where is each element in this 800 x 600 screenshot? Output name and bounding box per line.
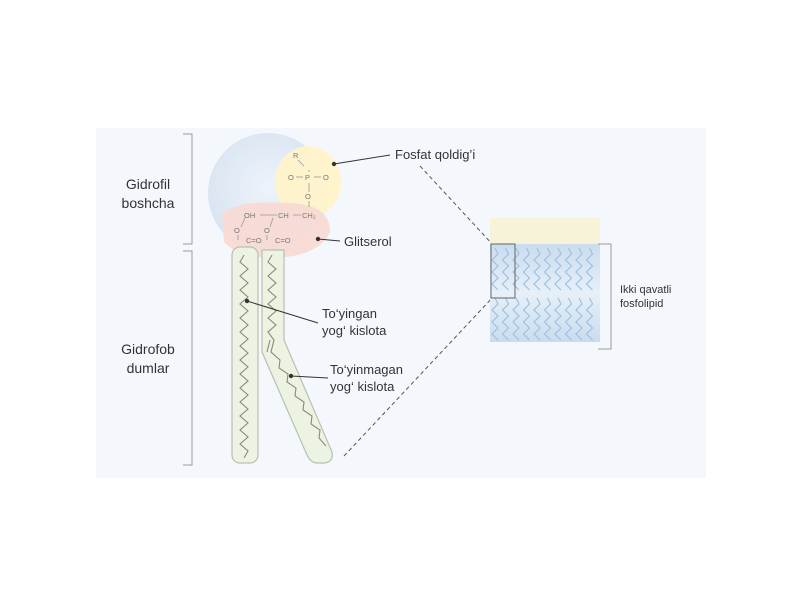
- bilayer-strand: [533, 247, 541, 291]
- phosphate-region: [275, 146, 341, 218]
- bilayer-strand: [585, 297, 594, 341]
- bilayer-strand: [554, 297, 562, 341]
- bilayer-zoom-box: [490, 243, 516, 299]
- glycerol-ch: CH: [278, 211, 289, 220]
- bilayer-strand: [554, 247, 562, 291]
- diagram-background: [96, 128, 706, 478]
- bilayer-bracket: [598, 243, 612, 350]
- glycerol-label: Glitserol: [344, 234, 392, 249]
- bilayer-strand: [585, 247, 594, 291]
- r-group-text: R: [293, 151, 299, 160]
- saturated-chain: [239, 254, 249, 459]
- double-bond-mark: [266, 339, 271, 353]
- glycerol-co-left: C=O: [246, 236, 262, 245]
- glycerol-ch2: CH₂: [302, 211, 316, 220]
- leader-dot-saturated: [244, 298, 250, 304]
- bilayer-strand: [575, 297, 583, 341]
- unsaturated-fatty-acid-label-line1: To‘yinmagan: [330, 362, 403, 377]
- glycerol-o-right: O: [264, 226, 270, 235]
- hydrophilic-bracket: [183, 133, 193, 245]
- chemical-structure: [237, 159, 321, 240]
- saturated-fatty-acid-label: To‘yingan yog‘ kislota: [322, 305, 386, 339]
- leader-dot-glycerol: [315, 236, 321, 242]
- bilayer-strand: [564, 297, 573, 341]
- bilayer-strand: [522, 247, 531, 291]
- hydrophobic-tails-label-line2: dumlar: [126, 360, 170, 376]
- unsaturated-fatty-acid-label: To‘yinmagan yog‘ kislota: [330, 361, 403, 395]
- glycerol-region: [222, 202, 330, 258]
- hydrophilic-head-label-line1: Gidrofil: [125, 176, 171, 192]
- glycerol-o-left: O: [234, 226, 240, 235]
- phosphate-o-left: O: [288, 173, 294, 182]
- hydrophobic-bracket: [183, 250, 193, 466]
- phosphate-label: Fosfat qoldig’i: [395, 147, 476, 162]
- zoom-line-top: [419, 165, 495, 247]
- leader-lines: [246, 154, 391, 379]
- bilayer-strand: [564, 247, 573, 291]
- hydrophobic-tails-label-line1: Gidrofob: [121, 341, 175, 357]
- glycerol-co-right: C=O: [275, 236, 291, 245]
- phosphate-p: P: [305, 173, 310, 182]
- unsaturated-fatty-acid-label-line2: yog‘ kislota: [330, 379, 395, 394]
- hydrophilic-head-label: Gidrofil boshcha: [108, 175, 188, 213]
- phospholipid-bilayer: [490, 218, 600, 342]
- bilayer-strand: [491, 297, 499, 341]
- phosphate-o-right: O: [323, 173, 329, 182]
- leader-dot-unsaturated: [288, 373, 294, 379]
- bilayer-strand: [512, 247, 520, 291]
- bilayer-strand: [522, 297, 531, 341]
- bilayer-strand: [491, 247, 499, 291]
- bilayer-label-line2: fosfolipid: [620, 298, 664, 310]
- bilayer-strand: [543, 297, 552, 341]
- unsaturated-tail-outline: [261, 249, 333, 464]
- saturated-fatty-acid-label-line1: To‘yingan: [322, 306, 377, 321]
- bilayer-strand: [512, 297, 520, 341]
- bilayer-label-line1: Ikki qavatli: [620, 284, 672, 296]
- hydrophilic-head-label-line2: boshcha: [121, 195, 175, 211]
- phosphate-o-bottom: O: [305, 192, 311, 201]
- bilayer-strand: [575, 247, 583, 291]
- hydrophobic-tails-label: Gidrofob dumlar: [108, 340, 188, 378]
- bilayer-label: Ikki qavatli fosfolipid: [620, 283, 671, 311]
- saturated-fatty-acid-label-line2: yog‘ kislota: [322, 323, 387, 338]
- glycerol-oh-left: OH: [244, 211, 255, 220]
- zoom-line-bottom: [343, 295, 495, 457]
- bilayer-strand: [501, 247, 510, 291]
- bilayer-strand: [501, 297, 510, 341]
- bilayer-strand: [533, 297, 541, 341]
- bilayer-strand: [543, 247, 552, 291]
- unsaturated-chain: [267, 254, 327, 447]
- leader-dot-phosphate: [331, 161, 337, 167]
